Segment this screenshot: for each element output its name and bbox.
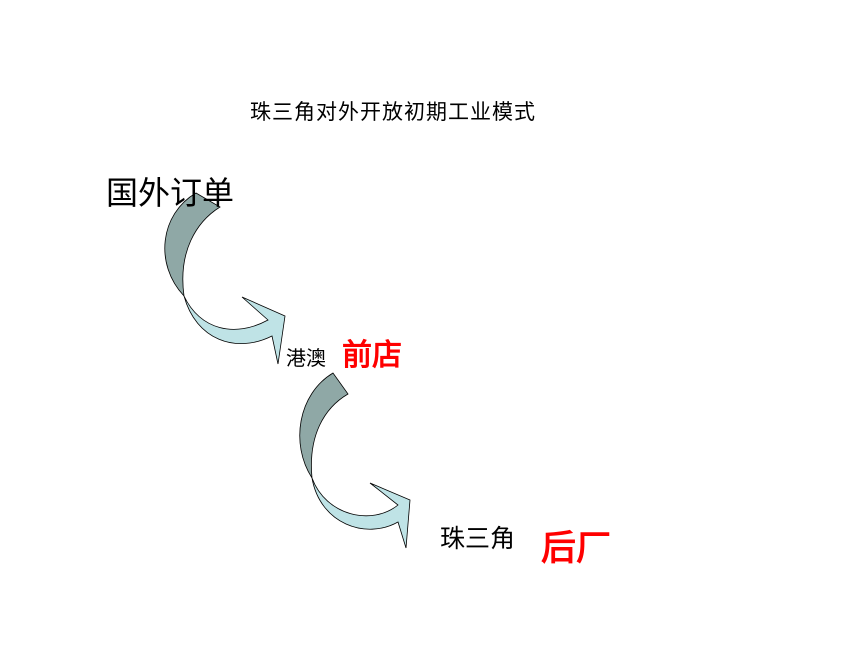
arrow-2-dark-band — [299, 372, 349, 479]
node-front-shop: 前店 — [342, 338, 402, 373]
arrow-1-dark-band — [164, 192, 221, 298]
node-foreign-orders: 国外订单 — [106, 174, 235, 212]
node-back-factory: 后厂 — [541, 529, 612, 569]
curved-arrow-icon — [164, 192, 286, 365]
arrow-1-light-band — [183, 295, 286, 365]
node-hk-macau: 港澳 — [286, 346, 326, 370]
diagram-title: 珠三角对外开放初期工业模式 — [250, 100, 536, 124]
node-pearl-river-delta: 珠三角 — [440, 524, 516, 553]
curved-arrow-icon — [299, 372, 411, 549]
arrow-2-light-band — [311, 477, 411, 549]
